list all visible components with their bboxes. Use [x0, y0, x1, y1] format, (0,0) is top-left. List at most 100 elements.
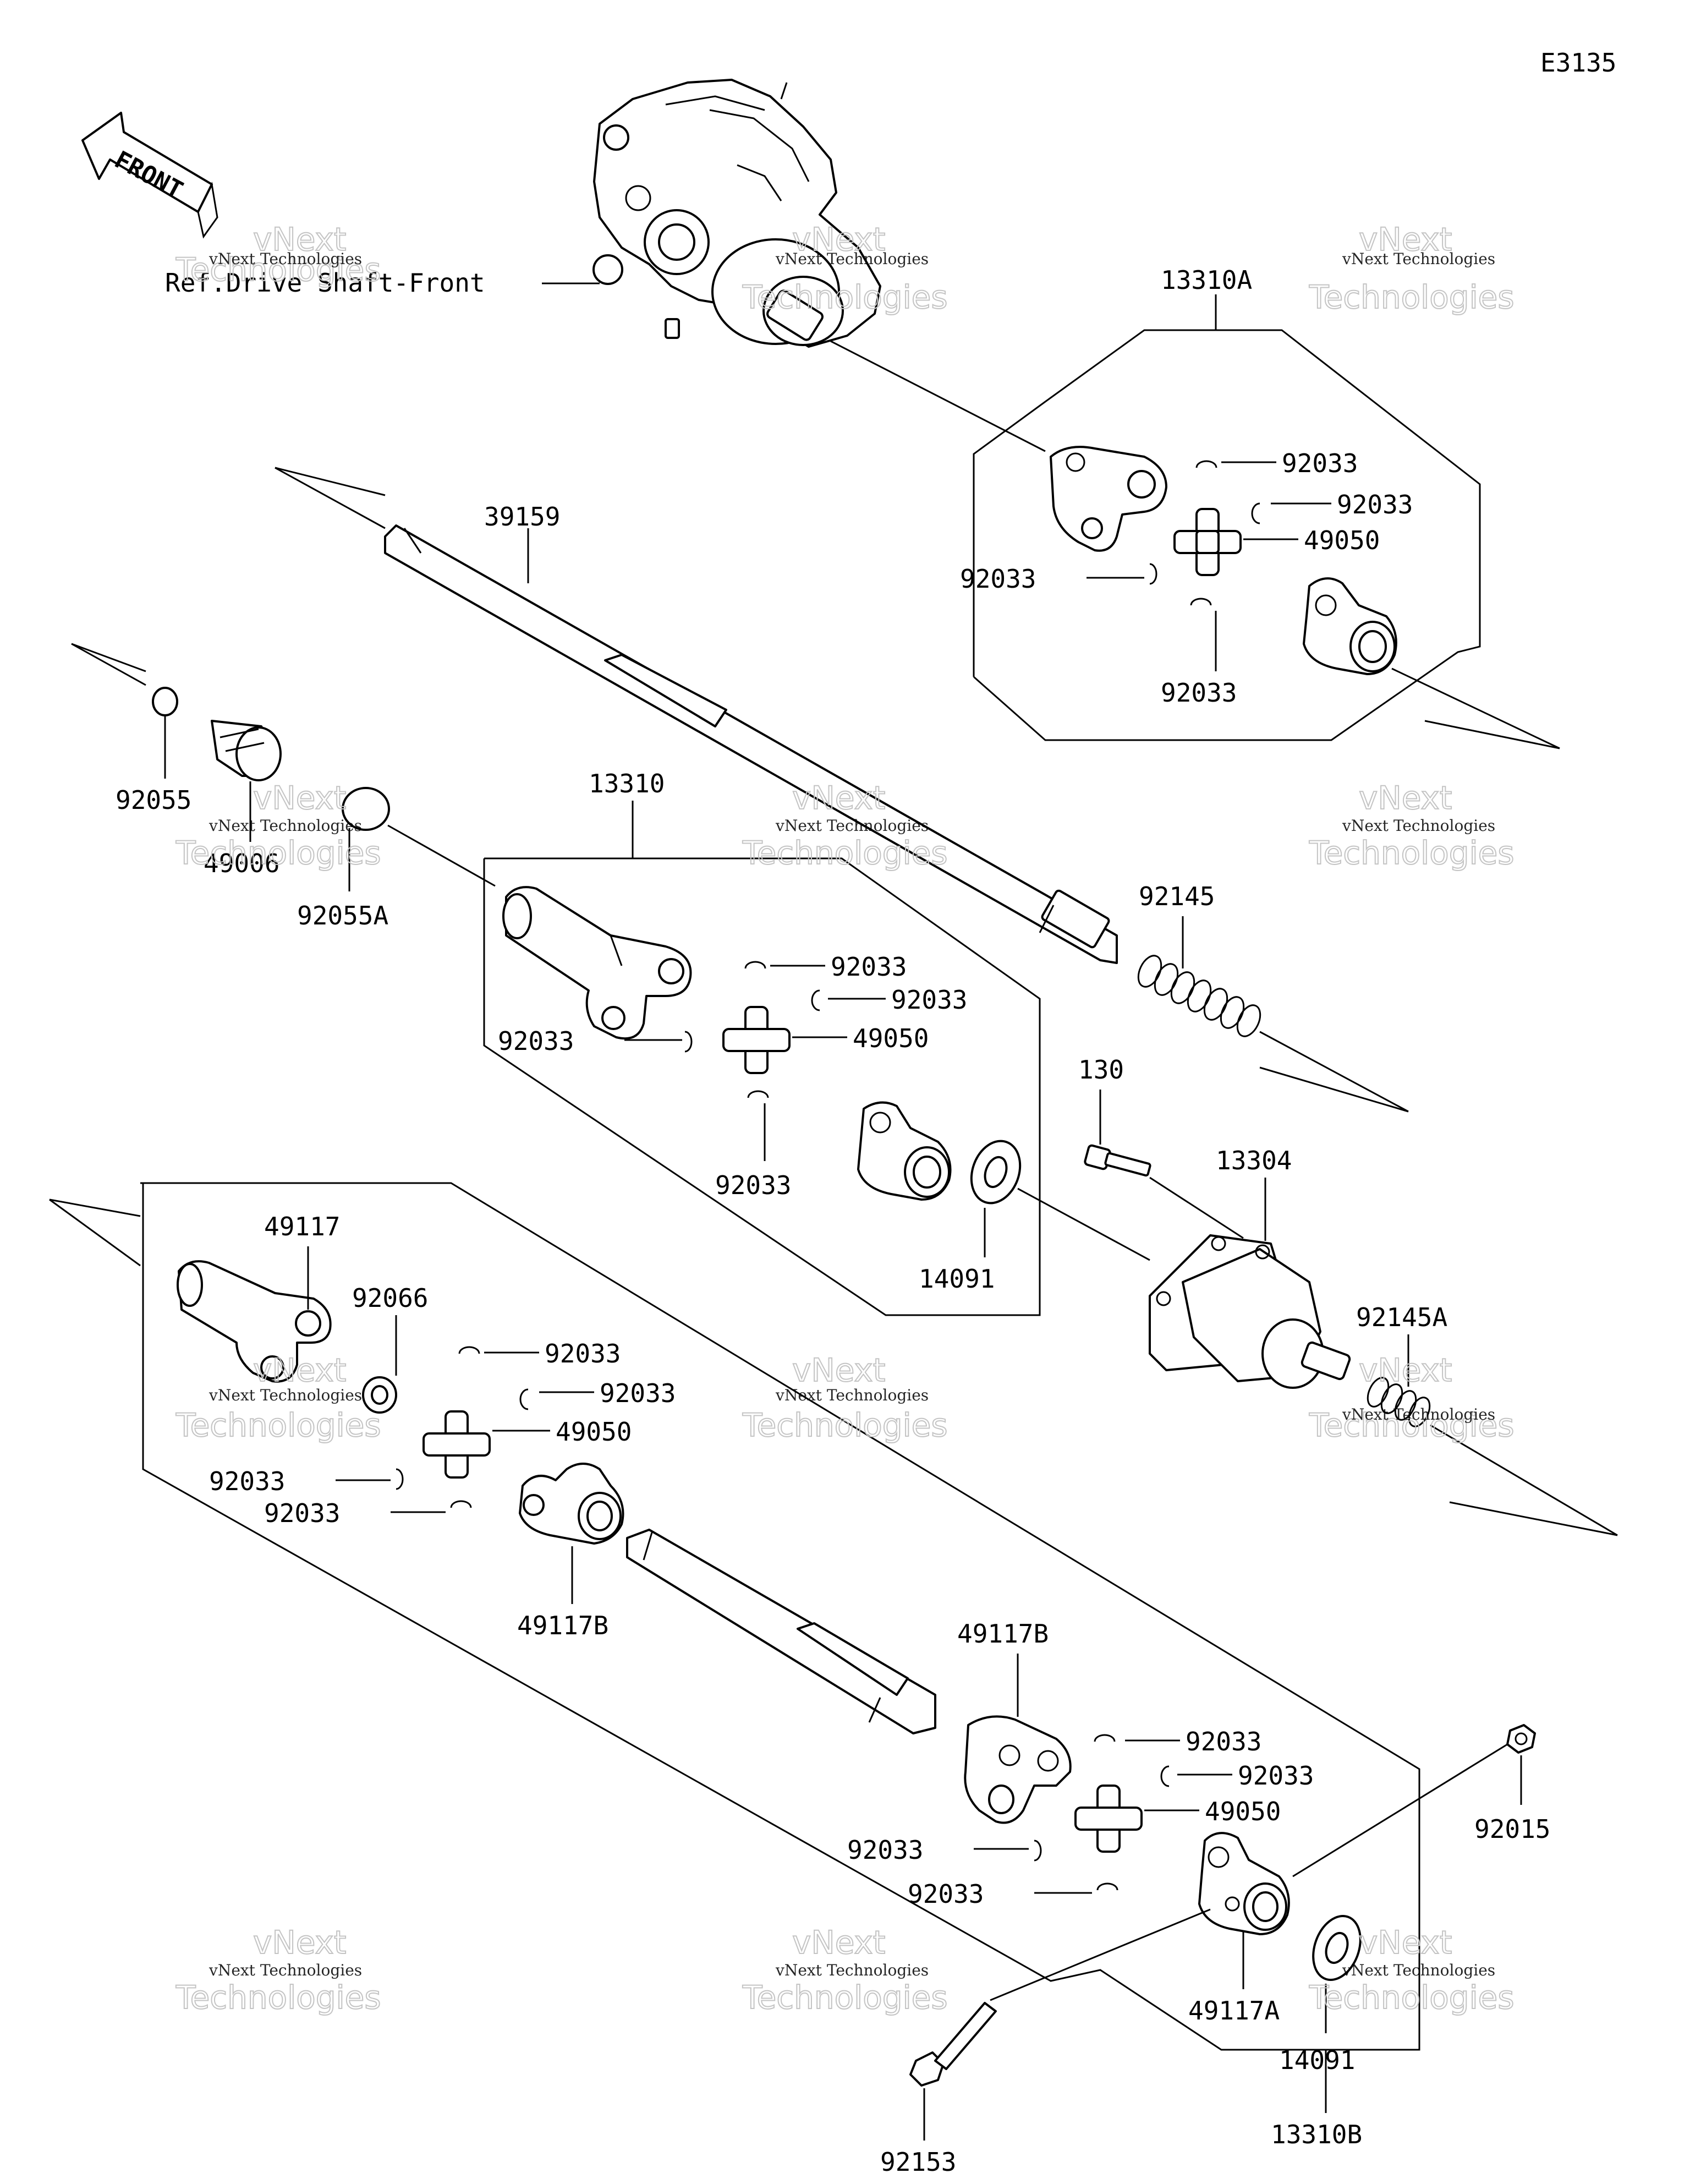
label-92033: 92033	[545, 1339, 621, 1369]
circlip-icon	[450, 1500, 472, 1508]
label-49006: 49006	[204, 849, 279, 878]
label-49117a: 49117A	[1188, 1996, 1280, 2026]
circlip-icon	[1034, 1840, 1042, 1862]
svg-text:vNext Technologies: vNext Technologies	[775, 1386, 929, 1404]
label-92055: 92055	[116, 785, 191, 815]
svg-text:vNext Technologies: vNext Technologies	[1342, 1405, 1495, 1424]
label-92145a: 92145A	[1356, 1302, 1447, 1332]
yoke-49117b-left	[519, 1463, 624, 1545]
yoke-long-13310	[502, 886, 692, 1040]
svg-text:vNext Technologies: vNext Technologies	[775, 817, 929, 835]
label-92033: 92033	[831, 952, 907, 982]
label-92145: 92145	[1139, 882, 1215, 911]
label-130: 130	[1078, 1055, 1124, 1085]
circlip-icon	[1195, 460, 1217, 468]
svg-text:vNext: vNext	[1359, 779, 1452, 817]
main-shaft-39159	[384, 524, 1118, 964]
label-92015: 92015	[1474, 1814, 1550, 1844]
assy-13310a-frame	[973, 329, 1481, 741]
label-92055a: 92055A	[297, 901, 388, 930]
svg-text:vNext Technologies: vNext Technologies	[1342, 1961, 1495, 1979]
label-92033: 92033	[1282, 448, 1358, 478]
label-92033: 92033	[1238, 1761, 1314, 1791]
label-92033: 92033	[960, 564, 1036, 594]
label-92033: 92033	[715, 1170, 791, 1200]
svg-text:vNext Technologies: vNext Technologies	[208, 817, 362, 835]
yoke-short-13310	[857, 1101, 952, 1201]
cross-13310	[722, 1006, 791, 1074]
label-49050: 49050	[1205, 1797, 1281, 1826]
svg-text:vNext: vNext	[792, 1924, 885, 1961]
circlip-icon	[1160, 1765, 1170, 1787]
label-92033: 92033	[908, 1879, 984, 1909]
label-92033: 92033	[1337, 490, 1413, 519]
circlip-icon	[684, 1031, 693, 1053]
lower-drive-shaft	[626, 1529, 936, 1734]
svg-text:Technologies: Technologies	[1309, 1979, 1515, 2016]
svg-text:vNext: vNext	[1359, 1924, 1452, 1961]
arrow-line	[49, 1198, 141, 1217]
svg-text:vNext: vNext	[792, 221, 885, 258]
washer-14091-lower	[1312, 1914, 1362, 1982]
circlip-icon	[811, 989, 820, 1011]
label-14091: 14091	[1279, 2045, 1355, 2075]
svg-text:vNext Technologies: vNext Technologies	[1342, 250, 1495, 268]
ring-92055	[152, 687, 178, 716]
yoke-49117a	[1198, 1832, 1290, 1935]
label-49050: 49050	[853, 1023, 929, 1053]
bolt-92153	[909, 2002, 997, 2087]
svg-text:Technologies: Technologies	[1309, 834, 1515, 872]
watermark: vNext Technologies vNext Technologies vN…	[175, 220, 1515, 2017]
svg-text:vNext: vNext	[253, 1351, 346, 1389]
label-39159: 39159	[484, 502, 560, 532]
label-92033: 92033	[264, 1498, 340, 1528]
arrow-line	[275, 467, 386, 496]
circlip-icon	[519, 1388, 529, 1410]
label-49117b: 49117B	[957, 1619, 1049, 1649]
cross-49050-bottom	[1074, 1785, 1143, 1853]
label-13310: 13310	[589, 769, 665, 798]
svg-text:vNext: vNext	[1359, 221, 1452, 258]
diff-to-coupling-line	[830, 340, 1046, 452]
svg-text:vNext: vNext	[792, 1351, 885, 1389]
circlip-icon	[744, 961, 766, 969]
label-92033: 92033	[1186, 1727, 1261, 1756]
housing-13304	[1149, 1234, 1351, 1389]
label-92153: 92153	[880, 2147, 956, 2177]
label-49117: 49117	[264, 1212, 340, 1241]
label-92033: 92033	[847, 1835, 923, 1865]
circlip-icon	[396, 1468, 404, 1490]
svg-text:vNext Technologies: vNext Technologies	[775, 1961, 929, 1979]
yoke-49117	[177, 1260, 332, 1383]
svg-text:vNext: vNext	[1359, 1351, 1452, 1389]
circlip-icon	[1149, 563, 1157, 585]
label-13310a: 13310A	[1161, 265, 1252, 295]
label-49050: 49050	[556, 1417, 632, 1447]
label-13310b: 13310B	[1271, 2120, 1362, 2149]
svg-text:Technologies: Technologies	[742, 834, 948, 872]
svg-text:Technologies: Technologies	[1309, 278, 1515, 316]
circlip-icon	[1094, 1734, 1116, 1742]
spring-92145a	[1367, 1377, 1431, 1427]
yoke-lower-13310a	[1303, 577, 1397, 675]
diagram-id: E3135	[1540, 48, 1616, 78]
svg-text:vNext Technologies: vNext Technologies	[775, 250, 929, 268]
reference-label: Ref.Drive Shaft-Front	[165, 268, 485, 298]
svg-text:Technologies: Technologies	[175, 1406, 381, 1444]
label-92066: 92066	[352, 1283, 428, 1313]
svg-text:Technologies: Technologies	[742, 1406, 948, 1444]
label-14091: 14091	[919, 1264, 995, 1294]
bolt-130	[1084, 1144, 1151, 1177]
label-92033: 92033	[891, 985, 967, 1015]
spring-92145	[1137, 955, 1261, 1037]
svg-text:vNext: vNext	[792, 779, 885, 817]
yoke-49117b-right	[964, 1715, 1072, 1824]
svg-text:vNext Technologies: vNext Technologies	[208, 250, 362, 268]
arrow-line	[71, 643, 146, 672]
svg-text:vNext Technologies: vNext Technologies	[208, 1386, 362, 1404]
seal-92066	[362, 1376, 397, 1414]
label-13304: 13304	[1216, 1146, 1292, 1175]
svg-text:Technologies: Technologies	[742, 1979, 948, 2016]
label-92033: 92033	[1161, 678, 1237, 708]
